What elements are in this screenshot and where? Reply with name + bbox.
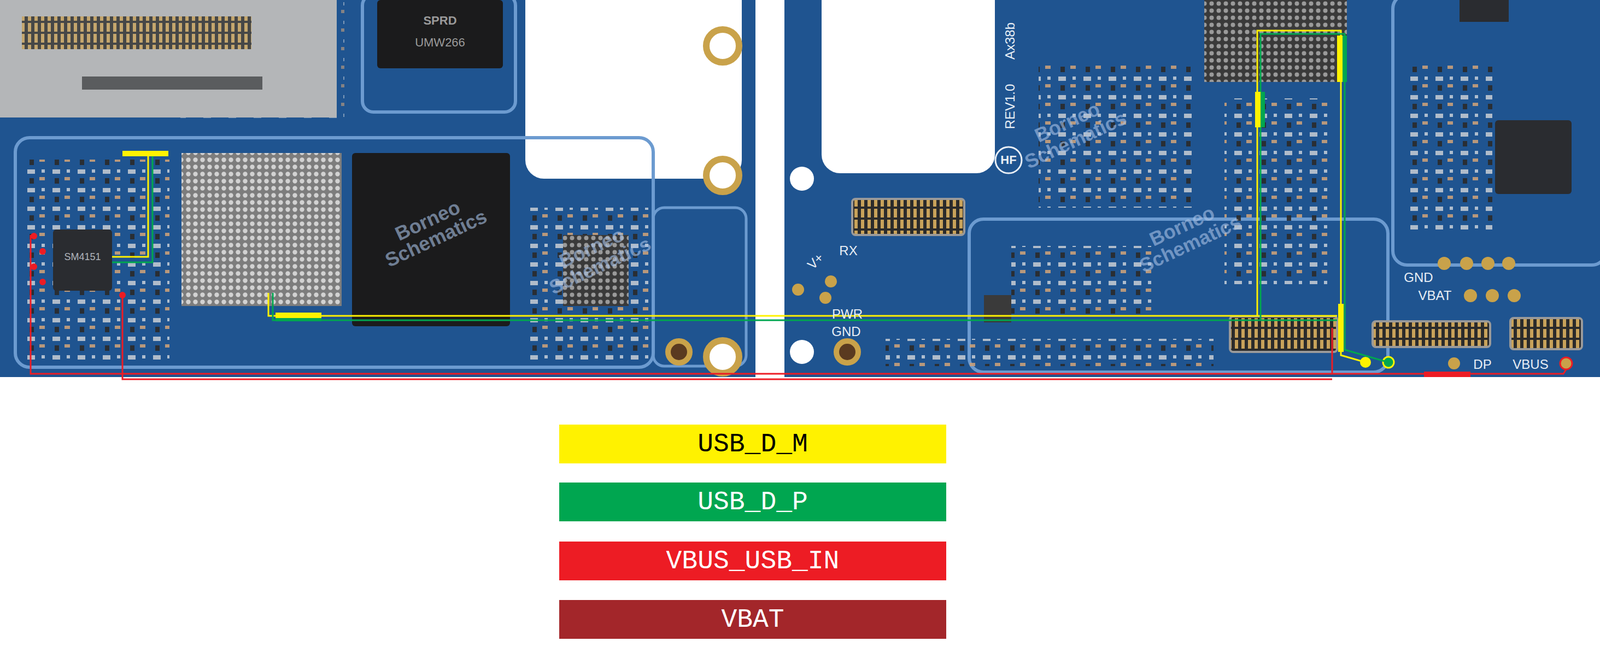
trace-usb-d-p — [1260, 33, 1345, 321]
test-pad — [1448, 357, 1461, 370]
board-cutout — [525, 0, 742, 179]
sim-tray-slot — [81, 76, 263, 90]
legend-swatch: USB_D_M — [559, 424, 947, 464]
silkscreen-mark: HF — [1000, 154, 1017, 167]
inductor — [983, 295, 1012, 323]
trace-vbus — [1332, 327, 1567, 374]
legend-text: USB_D_M — [697, 431, 808, 458]
trace-usb-d-p — [1344, 320, 1389, 363]
screw-hole — [706, 340, 740, 374]
signal-pad — [39, 248, 46, 255]
watermark: Borneo Schematics — [366, 185, 498, 274]
signal-highlight — [122, 150, 169, 157]
board-revision: Ax38b — [1003, 22, 1017, 60]
legend-swatch: USB_D_P — [559, 482, 947, 522]
signal-highlight — [1338, 303, 1344, 353]
component-field — [885, 338, 1214, 367]
sim-tray — [0, 0, 337, 118]
chip — [377, 0, 503, 69]
legend-swatch: VBUS_USB_IN — [559, 541, 947, 581]
legend-text: VBUS_USB_IN — [666, 548, 840, 575]
board-cutout — [821, 0, 995, 174]
shield-outline — [362, 0, 516, 113]
screw-hole — [667, 341, 690, 363]
pin-name: GND — [1403, 271, 1433, 285]
screw-hole — [706, 29, 740, 63]
chip-marking: SPRD — [423, 14, 457, 27]
signal-pad — [39, 278, 46, 286]
test-pad — [1485, 289, 1499, 303]
fpc-connector — [1372, 321, 1491, 348]
signal-highlight — [275, 318, 322, 322]
component-field — [1410, 65, 1493, 230]
screw-hole — [789, 166, 814, 191]
screw-hole — [789, 340, 814, 365]
pin-name: DP — [1473, 358, 1492, 372]
chip-marking: UMW266 — [414, 36, 466, 49]
pin-name: V+ — [805, 250, 826, 272]
signal-highlight — [1255, 91, 1261, 128]
watermark: Borneo Schematics — [1121, 190, 1252, 280]
test-pad — [1437, 256, 1451, 271]
pin-name: VBAT — [1418, 289, 1452, 303]
fpc-connector — [1510, 318, 1582, 350]
trace-vbus — [122, 295, 1333, 380]
memory-chip — [352, 153, 511, 327]
shield-outline — [1392, 0, 1600, 266]
watermark: Borneo Schematics — [1006, 86, 1138, 176]
chip — [53, 229, 113, 291]
test-pad — [824, 275, 837, 288]
chip-marking: SM4151 — [63, 251, 101, 262]
hf-mark — [995, 147, 1022, 174]
screw-hole — [706, 159, 740, 192]
legend-text: USB_D_P — [697, 489, 808, 516]
fpc-connector — [1229, 316, 1338, 353]
signal-highlight — [1260, 91, 1265, 128]
legend-swatch: VBAT — [559, 600, 947, 640]
fpc-connector — [852, 198, 965, 236]
component-field — [1011, 245, 1154, 318]
bga-chip — [1204, 0, 1347, 82]
test-pad — [1481, 256, 1495, 271]
test-pad — [1560, 357, 1573, 370]
test-pad — [1460, 256, 1474, 271]
pin-name: GND — [831, 325, 861, 339]
signal-highlight — [1423, 371, 1471, 378]
trace-usb-d-m — [1257, 30, 1341, 316]
signal-traces — [30, 30, 1567, 380]
component-field — [1224, 98, 1334, 285]
test-pad — [819, 291, 832, 304]
pin-name: VBUS — [1512, 358, 1549, 372]
trace-usb-d-p — [112, 156, 153, 263]
component-field — [524, 207, 651, 361]
signal-pad — [30, 263, 38, 271]
signal-highlight — [275, 312, 322, 319]
legend-text: VBAT — [721, 606, 784, 634]
test-pad — [1463, 289, 1478, 303]
trace-usb-d-m — [268, 292, 1338, 316]
chip — [1495, 120, 1572, 195]
trace-usb-d-m — [112, 156, 149, 257]
signal-highlight — [1337, 35, 1343, 82]
sim-contacts — [21, 16, 252, 50]
test-pad — [1502, 256, 1516, 271]
watermark: Borneo Schematics — [530, 212, 662, 302]
pin-name: PWR — [831, 307, 863, 321]
signal-highlight — [1342, 35, 1347, 82]
test-pad — [792, 283, 805, 296]
chip — [1459, 0, 1509, 22]
trace-usb-d-p — [272, 292, 1338, 321]
signal-pad — [30, 232, 38, 240]
screw-hole — [836, 341, 859, 363]
bga-chip — [181, 153, 342, 307]
pin-name: RX — [839, 244, 858, 258]
test-pad — [1507, 289, 1521, 303]
board-revision: REV1.0 — [1003, 84, 1017, 130]
